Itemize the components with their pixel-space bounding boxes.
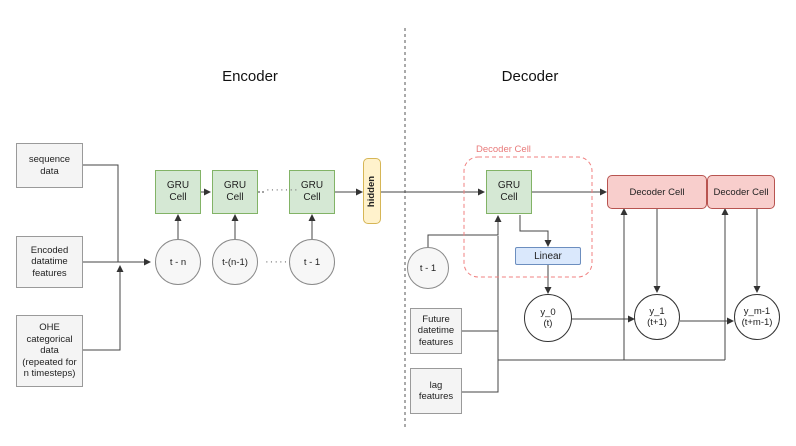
decoder-cell-1: Decoder Cell — [607, 175, 707, 209]
edge-lag-decgru — [462, 331, 499, 393]
output-y-m-1: y_m-1 (t+m-1) — [734, 294, 780, 340]
edge-sequence — [83, 164, 119, 262]
encoder-gru-cell-1: GRU Cell — [155, 170, 201, 214]
input-sequence-data: sequence data — [16, 143, 83, 188]
timestep-ellipsis: ······· — [265, 256, 298, 268]
decoder-gru-cell: GRU Cell — [486, 170, 532, 214]
edge-future-decgru — [462, 236, 499, 332]
timestep-t-minus-1: t - 1 — [289, 239, 335, 285]
decoder-title: Decoder — [501, 67, 559, 85]
timestep-t-minus-n-minus-1: t-(n-1) — [212, 239, 258, 285]
decoder-cell-caption: Decoder Cell — [476, 144, 531, 155]
input-encoded-datetime-features: Encoded datatime features — [16, 236, 83, 288]
encoder-title: Encoder — [222, 67, 278, 85]
input-ohe-categorical-data: OHE categorical data (repeated for n tim… — [16, 315, 83, 387]
encoder-gru-cell-3: GRU Cell — [289, 170, 335, 214]
input-future-datetime-features: Future datetime features — [410, 308, 462, 354]
hidden-state: hidden — [363, 158, 381, 224]
input-lag-features: lag features — [410, 368, 462, 414]
encoder-gru-cell-2: GRU Cell — [212, 170, 258, 214]
decoder-cell-region — [463, 156, 593, 278]
decoder-cell-2: Decoder Cell — [707, 175, 775, 209]
edge-ohe — [83, 265, 124, 351]
output-y0: y_0 (t) — [524, 294, 572, 342]
timestep-t-minus-n: t - n — [155, 239, 201, 285]
edge-decgru-linear — [519, 215, 552, 247]
hidden-state-label: hidden — [366, 175, 378, 207]
gru-chain-ellipsis: ······· — [266, 184, 299, 196]
decoder-timestep-t-minus-1: t - 1 — [407, 247, 449, 289]
output-y1: y_1 (t+1) — [634, 294, 680, 340]
edge-t1-decgru — [427, 215, 502, 248]
linear-layer: Linear — [515, 247, 581, 265]
